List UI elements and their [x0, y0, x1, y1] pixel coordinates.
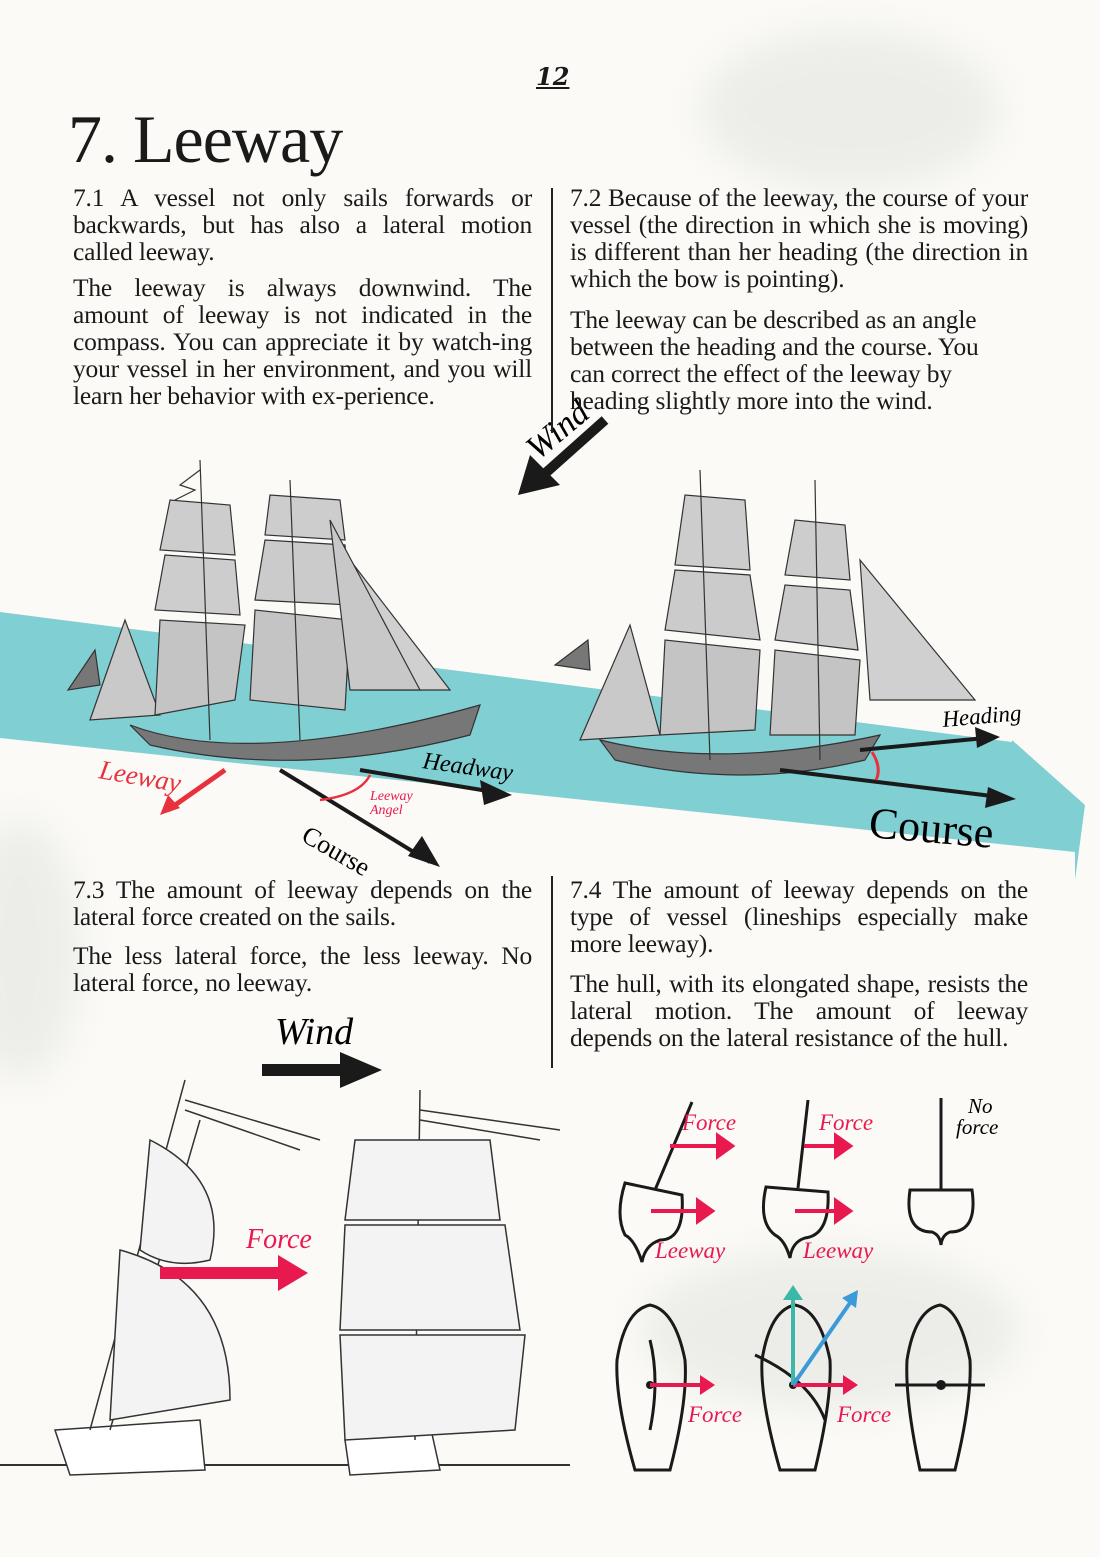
paragraph-text: A vessel not only sails forwards or back…: [73, 183, 532, 266]
text-line: between the heading and the course. You: [570, 332, 979, 361]
section-number: 7.2: [570, 183, 602, 212]
paragraph-text: The amount of leeway depends on the type…: [570, 875, 1029, 958]
force-label-4: Force: [836, 1402, 891, 1427]
force-label-2: Force: [818, 1110, 873, 1135]
course-label-small: Course: [297, 820, 375, 882]
text-line: heading slightly more into the wind.: [570, 386, 933, 415]
course-arrow-small: [278, 768, 432, 864]
leeway-angel-label-2: Angel: [369, 803, 403, 818]
force-arrows-sections: [651, 1132, 854, 1225]
no-label: No: [967, 1094, 993, 1118]
hull-section-heeled-2: [762, 1099, 830, 1259]
page-title: 7. Leeway: [68, 101, 343, 177]
hull-top-views: [615, 1303, 985, 1472]
paragraph-7-1-b: The leeway is always downwind. The amoun…: [73, 273, 532, 410]
column-divider: [551, 876, 553, 1068]
text-line: can correct the effect of the leeway by: [570, 359, 952, 388]
leeway-angel-label-1: Leeway: [369, 789, 414, 804]
force-label-1: Force: [681, 1110, 736, 1135]
paragraph-text: The amount of leeway depends on the late…: [73, 875, 533, 931]
section-number: 7.3: [73, 875, 105, 904]
heading-arrow: [859, 736, 986, 752]
headway-arrow: [359, 768, 501, 795]
paragraph-7-3: 7.3 The amount of leeway depends on the …: [73, 876, 532, 930]
course-label-big: Course: [867, 798, 995, 858]
section-number: 7.1: [73, 183, 105, 212]
leeway-label-2: Leeway: [802, 1238, 874, 1263]
paragraph-7-2-b: The leeway can be described as an angle …: [570, 306, 1028, 414]
leeway-label: Leeway: [96, 754, 183, 798]
force-word-label: force: [956, 1115, 998, 1139]
heading-label: Heading: [940, 700, 1022, 732]
paragraph-text: Because of the leeway, the course of you…: [570, 183, 1028, 293]
wind-label-bottom: Wind: [275, 1011, 354, 1053]
text-line: The leeway can be described as an angle: [570, 305, 977, 334]
paragraph-7-3-b: The less lateral force, the less leeway.…: [73, 941, 532, 997]
leeway-arrow: [166, 767, 227, 813]
ship-illustration-left: [66, 459, 481, 761]
ship-stern-view-heeled: [53, 1079, 321, 1476]
force-label: Force: [245, 1224, 312, 1255]
paragraph-7-1: 7.1 A vessel not only sails forwards or …: [73, 184, 532, 265]
ship-stern-view-upright: [339, 1089, 561, 1476]
course-arrow-big: [779, 768, 1001, 799]
vector-arrows-top-view: [650, 1285, 858, 1395]
hull-section-upright: [907, 1098, 975, 1246]
leeway-angle-arc: [319, 774, 372, 802]
page-number: 12: [536, 62, 570, 91]
force-label-3: Force: [687, 1402, 742, 1427]
paragraph-7-4: 7.4 The amount of leeway depends on the …: [570, 876, 1028, 957]
column-divider: [551, 188, 553, 433]
leeway-label-1: Leeway: [654, 1238, 726, 1263]
wind-arrow-top: [518, 416, 609, 495]
section-number: 7.4: [570, 875, 602, 904]
paragraph-7-4-b: The hull, with its elongated shape, resi…: [570, 969, 1028, 1052]
ship-illustration-right: [553, 469, 977, 776]
background-blot: [700, 30, 1000, 190]
paragraph-7-2: 7.2 Because of the leeway, the course of…: [570, 184, 1028, 292]
